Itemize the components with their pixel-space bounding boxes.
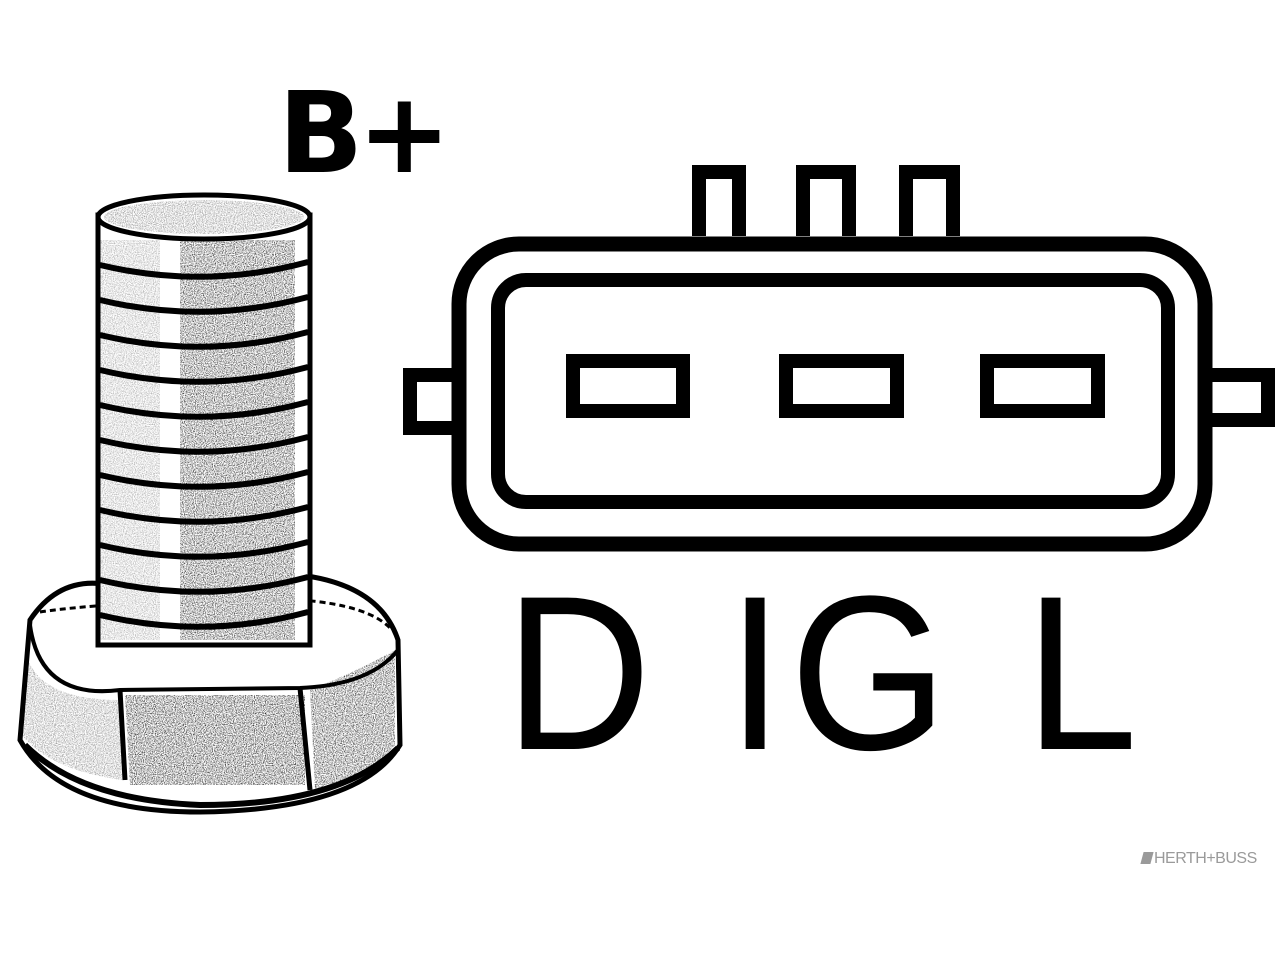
brand-watermark: HERTH+BUSS <box>1140 850 1257 868</box>
pin-label-l: L <box>1025 550 1138 796</box>
terminal-label: B+ <box>278 69 451 199</box>
pin-label-i: I <box>727 550 784 796</box>
pin-label-d: D <box>505 550 652 796</box>
brand-logo-icon <box>1140 852 1154 864</box>
threaded-stud-terminal-icon <box>17 192 403 815</box>
watermark-text: HERTH+BUSS <box>1154 850 1257 867</box>
plug-connector-icon <box>403 165 1275 552</box>
pin-label-g: G <box>790 550 948 796</box>
